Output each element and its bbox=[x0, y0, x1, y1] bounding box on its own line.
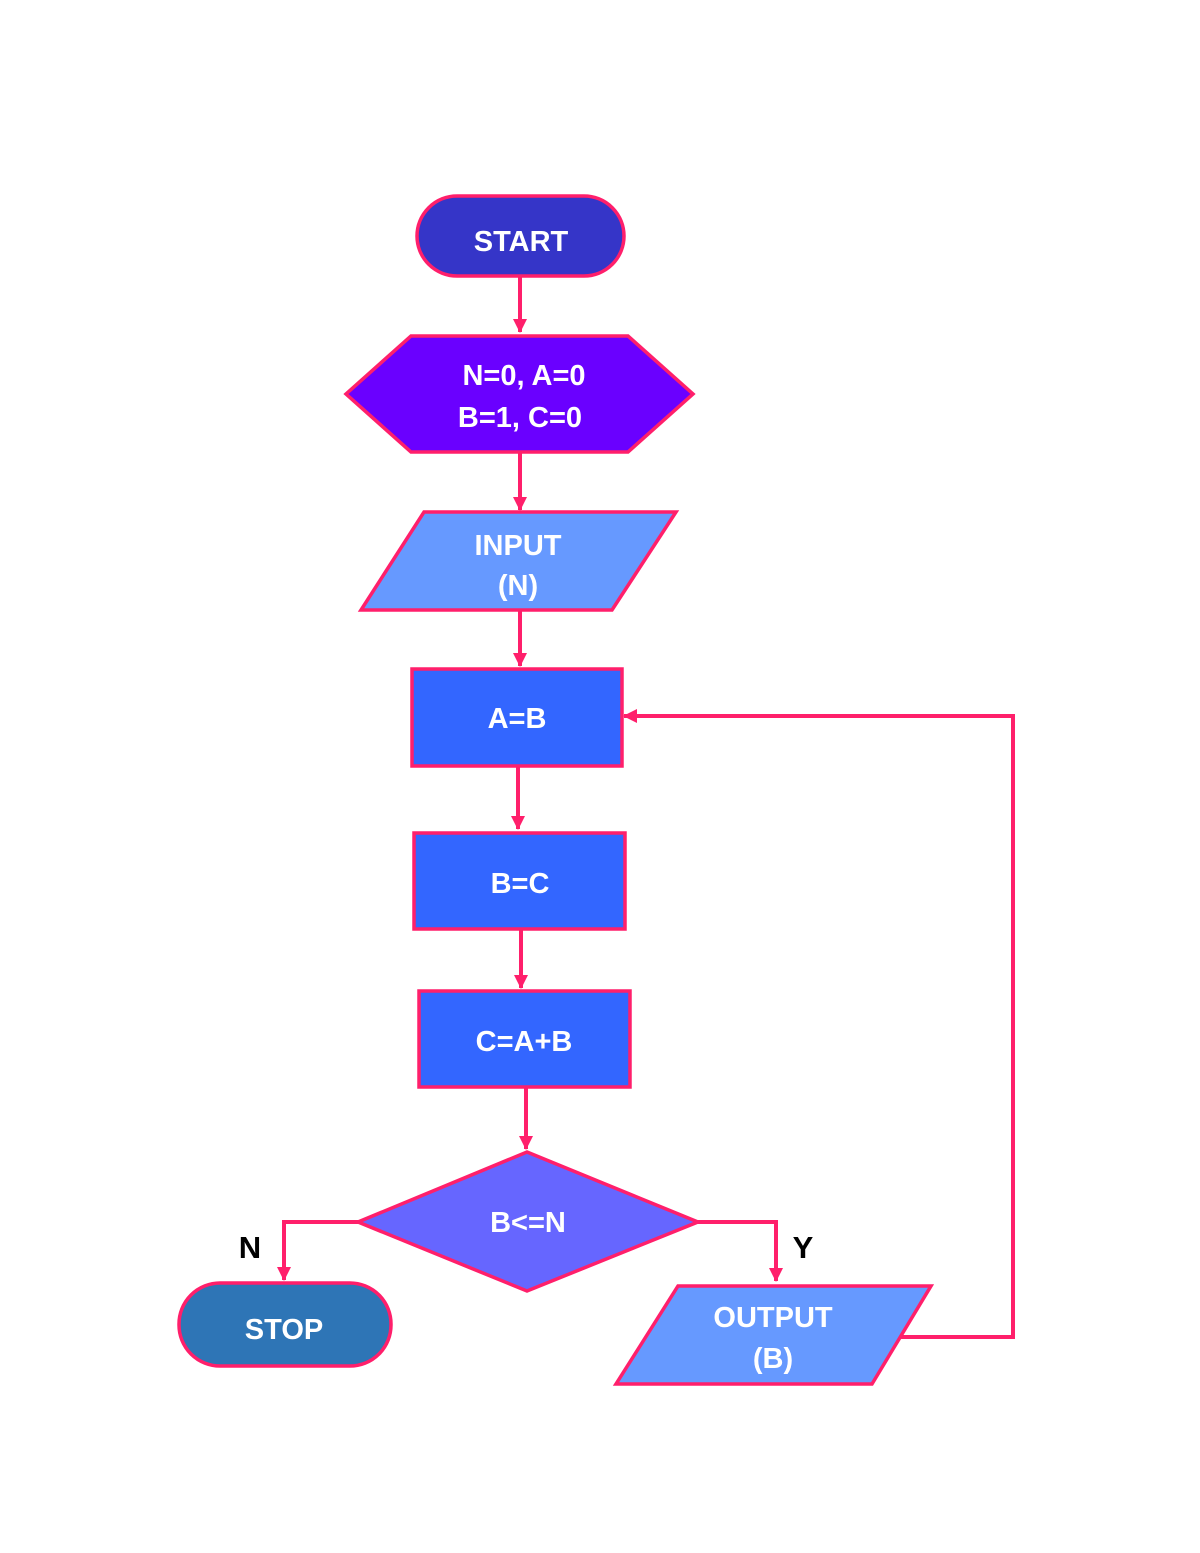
input-label-line2: (N) bbox=[498, 570, 538, 602]
assign-a-node: A=B bbox=[410, 667, 624, 768]
init-label-line2: B=1, C=0 bbox=[458, 402, 582, 434]
arrow-output-loop-to-assign-a bbox=[623, 709, 1015, 1339]
assign-c-label: C=A+B bbox=[476, 1026, 573, 1058]
branch-no-label: N bbox=[239, 1230, 261, 1265]
output-parallelogram bbox=[612, 1284, 935, 1386]
init-hexagon bbox=[343, 334, 696, 454]
decision-diamond bbox=[353, 1150, 703, 1293]
assign-a-process bbox=[410, 667, 624, 768]
start-terminator bbox=[415, 194, 626, 278]
stop-label: STOP bbox=[245, 1314, 323, 1346]
stop-terminator bbox=[177, 1281, 393, 1368]
start-node: START bbox=[415, 194, 626, 278]
assign-c-process bbox=[417, 989, 632, 1089]
arrow-decision-yes-to-output bbox=[696, 1220, 783, 1282]
connectors bbox=[277, 276, 1015, 1339]
input-node: INPUT (N) bbox=[357, 510, 680, 612]
assign-c-node: C=A+B bbox=[417, 989, 632, 1089]
output-label-line2: (B) bbox=[753, 1343, 793, 1375]
assign-b-process bbox=[412, 831, 627, 931]
input-parallelogram bbox=[357, 510, 680, 612]
assign-b-node: B=C bbox=[412, 831, 627, 931]
assign-b-label: B=C bbox=[491, 868, 550, 900]
init-label-line1: N=0, A=0 bbox=[462, 360, 585, 392]
stop-node: STOP bbox=[177, 1281, 393, 1368]
decision-node: B<=N bbox=[353, 1150, 703, 1293]
output-node: OUTPUT (B) bbox=[612, 1284, 935, 1386]
decision-label: B<=N bbox=[490, 1207, 566, 1239]
init-node: N=0, A=0 B=1, C=0 bbox=[343, 334, 696, 454]
start-label: START bbox=[474, 226, 569, 258]
input-label-line1: INPUT bbox=[475, 530, 562, 562]
branch-yes-label: Y bbox=[793, 1230, 814, 1265]
assign-a-label: A=B bbox=[488, 703, 547, 735]
output-label-line1: OUTPUT bbox=[713, 1302, 833, 1334]
arrow-decision-no-to-stop bbox=[277, 1220, 360, 1281]
